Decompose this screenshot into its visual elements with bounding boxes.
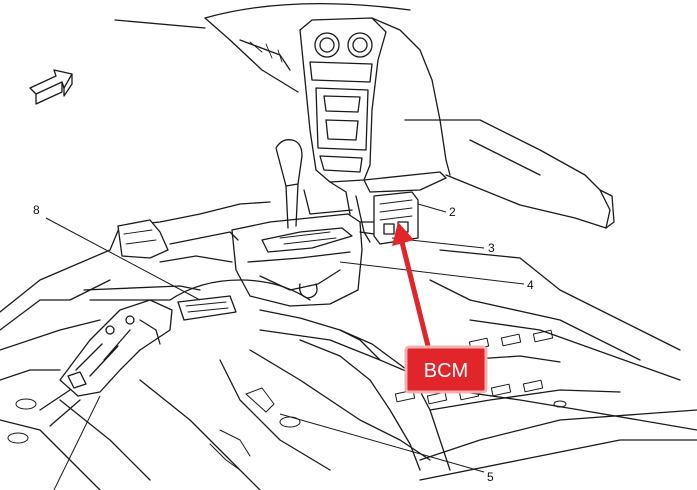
center-stack <box>299 17 447 193</box>
floor-tunnel <box>259 309 621 471</box>
red-arrow-icon <box>392 222 431 347</box>
forward-arrow-icon <box>29 69 73 105</box>
callout-5: 5 <box>487 470 494 484</box>
gear-shifter <box>261 139 353 253</box>
leader-4 <box>339 261 525 285</box>
callout-4: 4 <box>527 278 534 292</box>
parking-brake-assembly <box>39 299 173 427</box>
leader-8b <box>53 395 101 490</box>
bcm-label-text: BCM <box>424 360 468 382</box>
leader-8 <box>45 217 201 301</box>
leader-2 <box>417 203 447 213</box>
console-mechanism <box>231 181 371 307</box>
bcm-label: BCM <box>404 345 488 394</box>
callout-8: 8 <box>33 203 40 217</box>
wiring-connector <box>169 279 311 321</box>
callout-3: 3 <box>488 241 495 255</box>
floor-details <box>7 387 567 471</box>
seat-bracket <box>83 219 239 301</box>
leader-5 <box>279 413 485 473</box>
leader-lines <box>45 203 525 490</box>
callout-2: 2 <box>449 205 456 219</box>
floor-ribs-right <box>394 329 554 405</box>
